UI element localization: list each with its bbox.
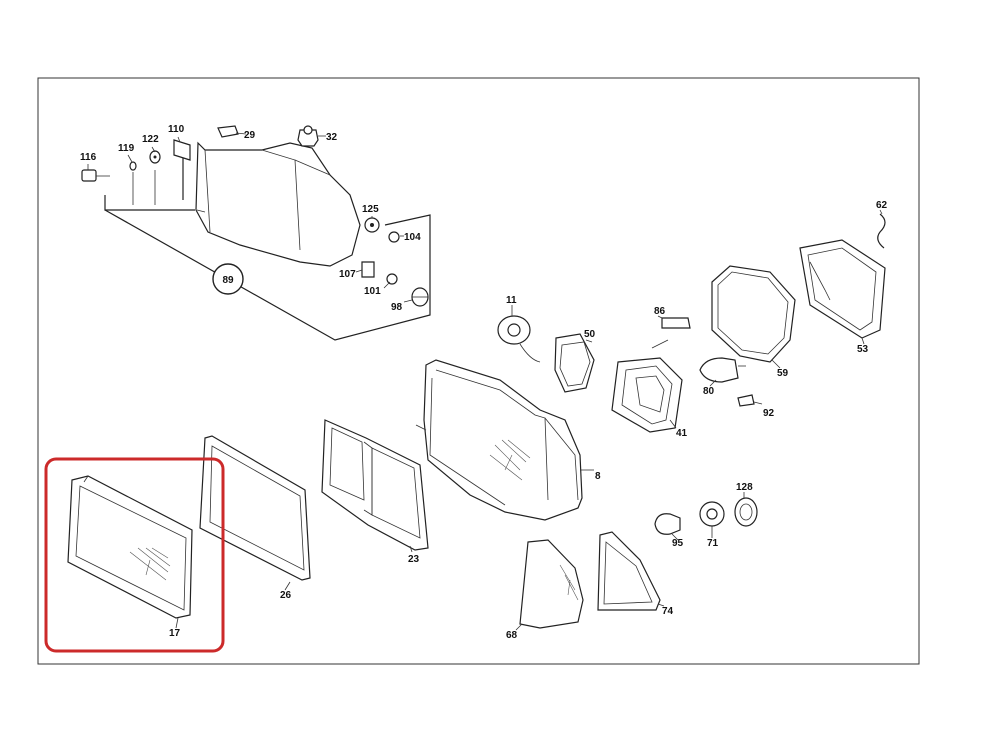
inner-frame-23[interactable] [321, 419, 429, 551]
label-74: 74 [662, 606, 674, 617]
label-92: 92 [763, 408, 775, 419]
bulb-86[interactable] [651, 317, 691, 349]
clip-29[interactable] [217, 125, 239, 138]
adjuster-32[interactable] [297, 125, 319, 147]
gasket-26[interactable] [199, 435, 311, 581]
knob-98[interactable] [411, 287, 429, 307]
socket-71[interactable] [699, 501, 725, 527]
label-125: 125 [362, 204, 379, 215]
bulb-95[interactable] [654, 513, 681, 535]
clip-110[interactable] [173, 139, 191, 161]
label-50: 50 [584, 329, 596, 340]
gear-125[interactable] [364, 217, 380, 233]
label-41: 41 [676, 428, 688, 439]
bulb-92[interactable] [737, 394, 755, 407]
nut-101[interactable] [386, 273, 398, 285]
label-17: 17 [169, 628, 181, 639]
label-62: 62 [876, 200, 888, 211]
gasket-74[interactable] [597, 531, 661, 611]
label-107: 107 [339, 269, 356, 280]
label-80: 80 [703, 386, 715, 397]
diagram-frame [37, 77, 920, 665]
label-11: 11 [506, 295, 517, 306]
label-32: 32 [326, 132, 338, 143]
label-128: 128 [736, 482, 753, 493]
bulb-80[interactable] [699, 357, 746, 383]
gear-104[interactable] [388, 231, 400, 243]
label-8: 8 [595, 471, 601, 482]
label-53: 53 [857, 344, 869, 355]
label-110: 110 [168, 124, 185, 135]
label-119: 119 [118, 143, 135, 154]
screw-116[interactable] [81, 169, 110, 182]
label-101: 101 [364, 286, 381, 297]
washer-119[interactable] [129, 161, 137, 171]
label-86: 86 [654, 306, 666, 317]
label-26: 26 [280, 590, 292, 601]
reflector-50[interactable] [554, 333, 595, 393]
label-89: 89 [222, 275, 234, 286]
clip-62[interactable] [877, 213, 886, 249]
seal-128[interactable] [734, 497, 758, 527]
group-89-leaders [104, 150, 431, 341]
label-122: 122 [142, 134, 159, 145]
label-71: 71 [707, 538, 719, 549]
headlamp-lens-17[interactable] [67, 475, 193, 619]
highlight-box-17 [44, 457, 225, 653]
indicator-lens-68[interactable] [519, 539, 584, 629]
housing-rear-cover[interactable] [195, 141, 361, 267]
headlamp-housing-8[interactable] [415, 359, 583, 521]
leader-lines [87, 132, 883, 631]
label-23: 23 [408, 554, 420, 565]
label-68: 68 [506, 630, 518, 641]
reflector-frame-41[interactable] [611, 357, 683, 433]
socket-11[interactable] [497, 315, 541, 363]
label-116: 116 [80, 152, 97, 163]
clip-107[interactable] [361, 261, 375, 278]
callout-circle-89 [212, 263, 244, 295]
washer-122[interactable] [149, 150, 161, 164]
gasket-59[interactable] [711, 265, 796, 363]
label-95: 95 [672, 538, 684, 549]
cover-53[interactable] [799, 239, 886, 339]
label-98: 98 [391, 302, 403, 313]
label-59: 59 [777, 368, 789, 379]
label-104: 104 [404, 232, 421, 243]
label-29: 29 [244, 130, 256, 141]
